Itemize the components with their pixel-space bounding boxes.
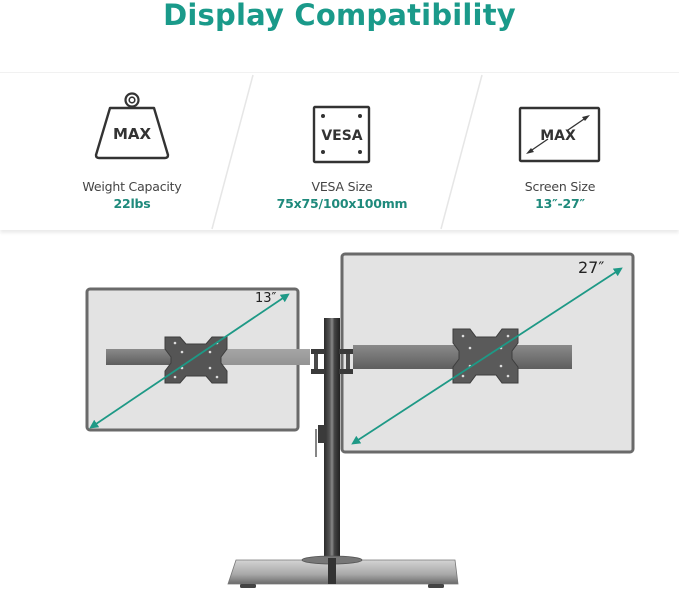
feature-label: Screen Size xyxy=(524,179,596,194)
vesa-icon-text: VESA xyxy=(321,128,362,144)
dual-monitor-stand-illustration: 13″ 27″ xyxy=(0,245,679,589)
right-monitor-size-label: 27″ xyxy=(578,258,605,277)
feature-value: 13″-27″ xyxy=(535,196,585,211)
feature-weight-capacity: MAX Weight Capacity 22lbs xyxy=(32,73,232,231)
feature-band: MAX Weight Capacity 22lbs VESA VESA Size… xyxy=(0,72,679,230)
right-monitor xyxy=(340,252,635,454)
feature-value: 75x75/100x100mm xyxy=(276,196,408,211)
left-monitor-size-label: 13″ xyxy=(255,291,277,306)
weight-icon-text: MAX xyxy=(113,125,152,143)
band-dividers xyxy=(211,74,483,230)
feature-screen-size: MAX Screen Size 13″-27″ xyxy=(460,73,660,231)
vesa-icon: VESA xyxy=(312,105,371,164)
weight-icon: MAX xyxy=(94,92,170,160)
screen-size-icon: MAX xyxy=(518,106,601,163)
page-title: Display Compatibility xyxy=(163,0,516,32)
feature-vesa-size: VESA VESA Size 75x75/100x100mm xyxy=(242,73,442,231)
feature-label: VESA Size xyxy=(311,179,373,194)
stand-base xyxy=(227,555,459,588)
screen-size-icon-text: MAX xyxy=(540,128,576,144)
feature-label: Weight Capacity xyxy=(82,179,182,194)
left-monitor xyxy=(85,287,310,432)
monitor-stand-graphic xyxy=(85,252,635,588)
stand-pole xyxy=(311,318,353,565)
feature-value: 22lbs xyxy=(113,196,151,211)
